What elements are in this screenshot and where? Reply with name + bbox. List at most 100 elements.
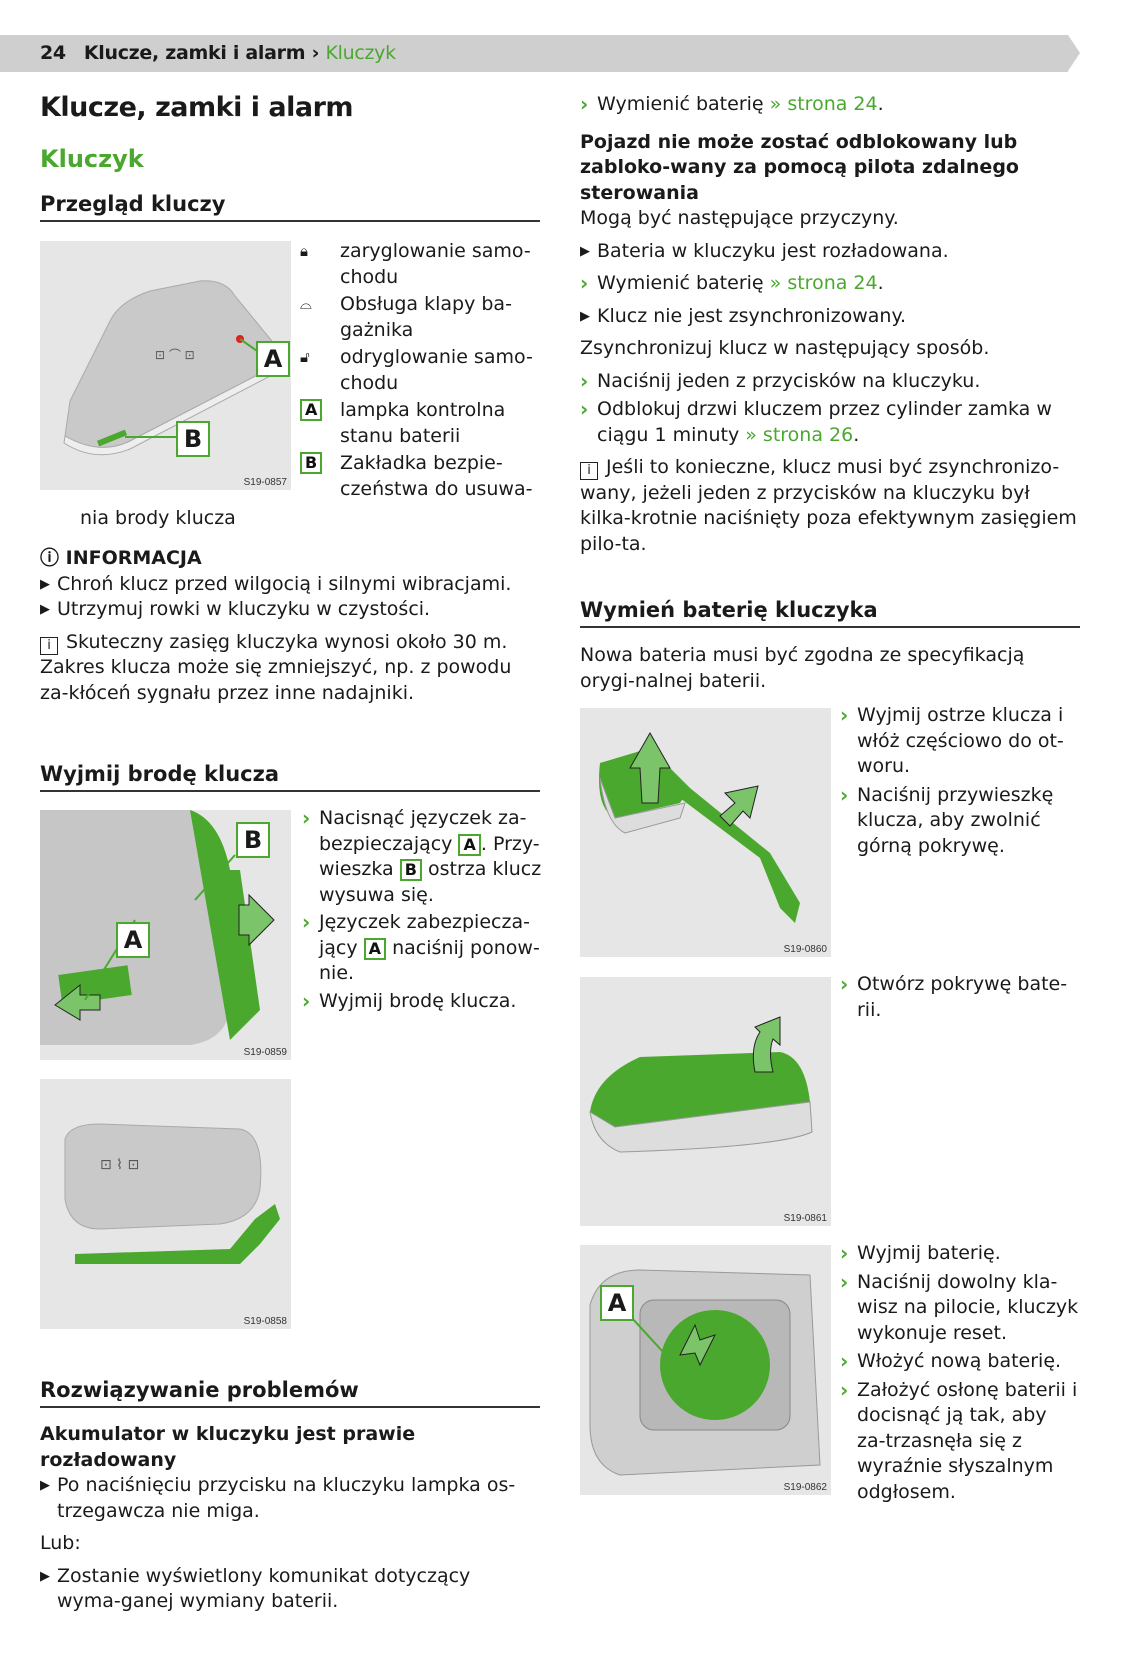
punct: .: [877, 93, 884, 115]
key-label-a: A: [363, 937, 387, 960]
step-item: ›Naciśnij jeden z przycisków na kluczyku…: [580, 369, 1080, 395]
punct: .: [877, 272, 884, 294]
figure-code: S19-0860: [783, 944, 827, 955]
step-text: Odblokuj drzwi kluczem przez cylinder za…: [597, 398, 1052, 446]
step-item: ›Założyć osłonę baterii i docisnąć ją ta…: [840, 1378, 1080, 1506]
page-title: Klucze, zamki i alarm: [40, 92, 354, 123]
battery-steps-1: ›Wyjmij ostrze klucza i włóż częściowo d…: [840, 703, 1080, 859]
symptom-text: Zostanie wyświetlony komunikat dotyczący…: [57, 1564, 471, 1613]
figure-code: S19-0857: [243, 477, 287, 488]
battery-figure-2: S19-0861: [580, 977, 831, 1226]
battery-heading: Wymień baterię kluczyka: [580, 598, 1080, 628]
key-label-b: B: [300, 452, 323, 474]
symptom-item: ▶Po naciśnięciu przycisku na kluczyku la…: [40, 1473, 540, 1524]
info-note-text: Skuteczny zasięg kluczyka wynosi około 3…: [40, 630, 512, 704]
section-title: Kluczyk: [40, 145, 144, 173]
battery-intro: Nowa bateria musi być zgodna ze specyfik…: [580, 644, 1025, 692]
info-title: ⓘ INFORMACJA: [40, 546, 540, 572]
step-text: Naciśnij przywieszkę klucza, aby zwolnić…: [857, 783, 1054, 857]
header-band: [0, 35, 1068, 72]
cause-text: Klucz nie jest zsynchronizowany.: [597, 304, 907, 327]
causes-intro: Mogą być następujące przyczyny.: [580, 207, 899, 229]
legend-item: B Zakładka bezpie-czeństwa do usuwa-: [300, 451, 545, 502]
svg-text:⊡ ⌒ ⊡: ⊡ ⌒ ⊡: [155, 348, 195, 362]
callout-a: A: [600, 1285, 634, 1321]
cause-item: ▶Klucz nie jest zsynchronizowany.: [580, 304, 1080, 330]
key-label-a: A: [458, 833, 481, 856]
page-link[interactable]: » strona 26: [745, 423, 854, 446]
page-link[interactable]: » strona 24: [769, 272, 878, 294]
punct: .: [853, 423, 860, 446]
breadcrumb-chapter[interactable]: Klucze, zamki i alarm: [83, 42, 306, 64]
symptom-text: Po naciśnięciu przycisku na kluczyku lam…: [57, 1474, 516, 1522]
symptom-item: ▶Zostanie wyświetlony komunikat dotycząc…: [40, 1564, 540, 1615]
key-with-blade-illustration: ⊡ ⌇ ⊡: [64, 1123, 280, 1264]
info-title-text: INFORMACJA: [65, 547, 202, 569]
step-text: Wyjmij baterię.: [857, 1242, 1001, 1264]
step-text: Wymienić baterię: [597, 272, 764, 294]
legend-text: lampka kontrolna stanu baterii: [340, 399, 506, 447]
callout-b: B: [176, 421, 210, 457]
step-text: ostrza klucz wysuwa się.: [319, 858, 542, 906]
or-label: Lub:: [40, 1532, 81, 1554]
troubleshooting-heading: Rozwiązywanie problemów: [40, 1378, 540, 1408]
header-band-arrow: [1068, 35, 1080, 71]
key-legend: 🔒︎zaryglowanie samo-chodu ⌓ Obsługa klapy…: [300, 239, 545, 502]
step-item: ›Wymienić baterię » strona 24.: [580, 92, 884, 116]
info-item-text: Utrzymuj rowki w kluczyku w czystości.: [57, 598, 431, 620]
battery-figure-1: S19-0860: [580, 708, 831, 957]
remove-blade-figure: B A S19-0859: [40, 810, 291, 1060]
unlock-icon: 🔓︎: [300, 348, 310, 366]
key-label-a: A: [300, 399, 323, 421]
info-item-text: Chroń klucz przed wilgocią i silnymi wib…: [57, 572, 512, 595]
figure-code: S19-0862: [783, 1482, 827, 1493]
step-text: Założyć osłonę baterii i docisnąć ją tak…: [857, 1378, 1078, 1503]
key-overview-figure: ⊡ ⌒ ⊡ A B S19-0857: [40, 241, 291, 490]
legend-text: Zakładka bezpie-czeństwa do usuwa-: [340, 452, 533, 500]
step-text: Wymienić baterię: [597, 93, 764, 115]
battery-cover-illustration: [589, 1016, 813, 1153]
step-item: ›Odblokuj drzwi kluczem przez cylinder z…: [580, 397, 1052, 446]
step-text: Otwórz pokrywę bate-rii.: [857, 973, 1068, 1021]
car-trunk-icon: ⌓: [300, 295, 312, 313]
step-text: Wyjmij ostrze klucza i włóż częściowo do…: [857, 704, 1064, 777]
legend-item: 🔒︎zaryglowanie samo-chodu: [300, 239, 545, 290]
troubleshooting-content: Akumulator w kluczyku jest prawie rozład…: [40, 1422, 540, 1615]
svg-text:⊡ ⌇ ⊡: ⊡ ⌇ ⊡: [100, 1157, 139, 1173]
remove-blade-heading: Wyjmij brodę klucza: [40, 762, 540, 792]
battery-compartment-illustration: [589, 1269, 821, 1476]
remove-blade-steps: ›Nacisnąć języczek za-bezpieczający A. P…: [302, 806, 542, 1014]
breadcrumb-section[interactable]: Kluczyk: [325, 42, 396, 64]
problem-heading: Pojazd nie może zostać odblokowany lub z…: [580, 130, 1019, 204]
callout-a: A: [256, 341, 290, 377]
key-blade-figure: ⊡ ⌇ ⊡ S19-0858: [40, 1079, 291, 1329]
battery-steps-2: ›Otwórz pokrywę bate-rii.: [840, 972, 1080, 1023]
step-item: ›Włożyć nową baterię.: [840, 1349, 1080, 1375]
step-text: Włożyć nową baterię.: [857, 1350, 1062, 1372]
cause-item: ▶Bateria w kluczyku jest rozładowana.: [580, 239, 1080, 265]
step-item: ›Wyjmij brodę klucza.: [302, 989, 542, 1015]
battery-figure-3: A S19-0862: [580, 1245, 831, 1495]
sync-note-text: Jeśli to konieczne, klucz musi być zsync…: [580, 456, 1077, 555]
callout-a: A: [116, 922, 150, 958]
step-text: Naciśnij dowolny kla-wisz na pilocie, kl…: [857, 1270, 1079, 1344]
step-text: naciśnij ponow-nie.: [319, 936, 540, 985]
cause-text: Bateria w kluczyku jest rozładowana.: [597, 239, 949, 262]
info-block: ⓘ INFORMACJA ▶Chroń klucz przed wilgocią…: [40, 546, 540, 706]
troubleshooting-subheading: Akumulator w kluczyku jest prawie rozład…: [40, 1423, 416, 1471]
key-fob-illustration: ⊡ ⌒ ⊡: [63, 280, 283, 456]
right-column-top: ›Wymienić baterię » strona 24. Pojazd ni…: [580, 92, 1080, 557]
step-item: ›Naciśnij dowolny kla-wisz na pilocie, k…: [840, 1270, 1080, 1347]
step-text: Nacisnąć języczek za-bezpieczający: [319, 807, 527, 855]
step-text: Wyjmij brodę klucza.: [319, 989, 517, 1012]
step-item: ›Wyjmij baterię.: [840, 1241, 1080, 1267]
page-number: 24: [40, 42, 66, 64]
page-link[interactable]: » strona 24: [769, 93, 878, 115]
step-item: ›Naciśnij przywieszkę klucza, aby zwolni…: [840, 783, 1080, 860]
info-item: ▶Chroń klucz przed wilgocią i silnymi wi…: [40, 572, 540, 598]
legend-text: Obsługa klapy ba-gażnika: [340, 293, 512, 341]
step-item: ›Otwórz pokrywę bate-rii.: [840, 972, 1080, 1023]
